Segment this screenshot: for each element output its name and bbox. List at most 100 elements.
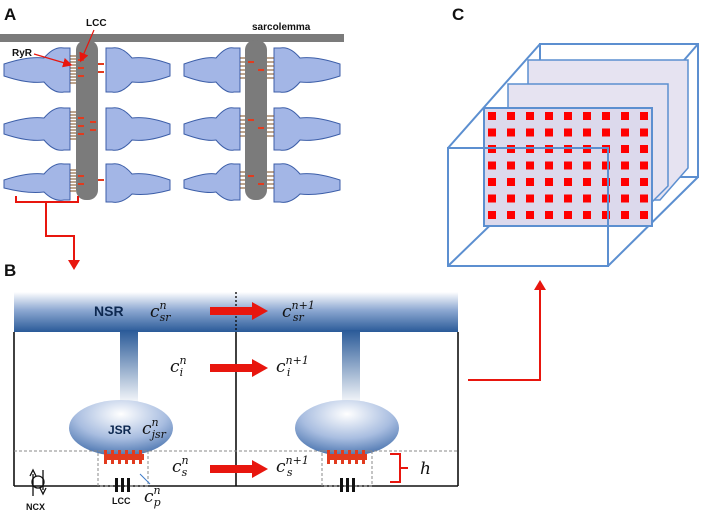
- grid-dyad: [602, 128, 610, 137]
- grid-dyad: [545, 178, 553, 186]
- jsr-right: [295, 400, 399, 456]
- dyad-row-3-right: [273, 163, 341, 203]
- grid-dyad: [545, 194, 553, 203]
- grid-dyad: [621, 145, 629, 153]
- panel-letter-a: A: [4, 5, 16, 24]
- grid-dyad: [621, 161, 629, 170]
- dyad-row-3-mid-left: [105, 163, 171, 203]
- transfer-arrow-i: [210, 359, 268, 377]
- ryr-pointer: [33, 53, 73, 68]
- grid-dyad: [640, 112, 648, 120]
- cp-pointer: [139, 473, 151, 485]
- grid-dyad: [507, 128, 515, 137]
- dyad-row-1-left: [3, 47, 71, 93]
- grid-dyad: [526, 161, 534, 170]
- grid-dyad: [583, 161, 591, 170]
- grid-dyad: [488, 178, 496, 186]
- grid-dyad: [526, 194, 534, 203]
- grid-dyad: [488, 112, 496, 120]
- grid-dyad: [640, 161, 648, 170]
- grid-dyad: [621, 194, 629, 203]
- dyad-row-2-mid-right: [183, 107, 241, 151]
- route-arrow-b-to-c: [468, 286, 541, 381]
- grid-dyad: [545, 128, 553, 137]
- route-arrow-head-a-to-b: [68, 260, 80, 270]
- transfer-arrow-sr: [210, 302, 268, 320]
- dyad-row-3-mid-right: [183, 163, 241, 201]
- sarcolemma-label: sarcolemma: [252, 22, 311, 33]
- grid-dyad: [488, 194, 496, 203]
- grid-dyad: [621, 178, 629, 186]
- grid-dyad: [564, 161, 572, 170]
- ryr-clusters: [70, 55, 274, 192]
- grid-dyad: [564, 178, 572, 186]
- height-bracket: [390, 453, 408, 483]
- panel-a-diagram: sarcolemma: [0, 18, 344, 270]
- grid-dyad: [602, 178, 610, 186]
- grid-dyad: [526, 112, 534, 120]
- panel-letter-b: B: [4, 261, 16, 280]
- transfer-arrow-s: [210, 460, 268, 478]
- grid-dyad: [507, 194, 515, 203]
- dyad-row-1-mid-left: [105, 47, 171, 93]
- grid-dyad: [507, 178, 515, 186]
- grid-dyad: [545, 112, 553, 120]
- lcc-pointer: [79, 29, 95, 63]
- lcc-channels-left: [115, 478, 130, 492]
- sarcolemma-band: [0, 34, 344, 42]
- grid-dyad: [583, 211, 591, 219]
- grid-dyad: [583, 128, 591, 137]
- grid-dyad: [507, 211, 515, 219]
- grid-dyad: [488, 161, 496, 170]
- grid-dyad: [526, 178, 534, 186]
- route-arrow-a-to-b: [45, 202, 75, 262]
- ryr-array-left: [104, 450, 144, 464]
- grid-dyad: [564, 112, 572, 120]
- grid-dyad: [602, 112, 610, 120]
- ryr-array-right: [327, 450, 367, 464]
- dyad-row-1-mid-right: [183, 47, 241, 93]
- grid-dyad: [507, 112, 515, 120]
- nsr-jsr-stem-right: [342, 330, 360, 406]
- t-tubule-right: [245, 40, 267, 200]
- nsr-jsr-stem-left: [120, 330, 138, 406]
- height-symbol: h: [420, 459, 431, 479]
- ncx-label: NCX: [26, 502, 45, 512]
- grid-dyad: [640, 178, 648, 186]
- grid-dyad: [640, 128, 648, 137]
- lcc-label-a: LCC: [86, 18, 107, 29]
- lcc-channels-right: [340, 478, 355, 492]
- lcc-label-b: LCC: [112, 496, 131, 506]
- dyad-row-2-right: [273, 107, 341, 151]
- ryr-label: RyR: [12, 48, 33, 59]
- nsr-label: NSR: [94, 303, 124, 319]
- grid-dyad: [602, 211, 610, 219]
- dyad-row-1-right: [273, 47, 341, 93]
- grid-dyad: [564, 211, 572, 219]
- grid-dyad: [545, 211, 553, 219]
- route-arrow-head-b-to-c: [534, 280, 546, 290]
- cube-front-face: [447, 147, 609, 267]
- grid-dyad: [640, 145, 648, 153]
- panel-c-diagram: [447, 43, 699, 267]
- grid-dyad: [621, 128, 629, 137]
- grid-dyad: [583, 112, 591, 120]
- dyad-row-2-mid-left: [105, 107, 171, 151]
- grid-dyad: [602, 194, 610, 203]
- ncx-exchanger: [29, 468, 47, 496]
- grid-dyad: [526, 128, 534, 137]
- jsr-label: JSR: [108, 423, 132, 437]
- grid-dyad: [564, 128, 572, 137]
- dyad-row-2-left: [3, 107, 71, 151]
- jsr-left: [69, 400, 173, 456]
